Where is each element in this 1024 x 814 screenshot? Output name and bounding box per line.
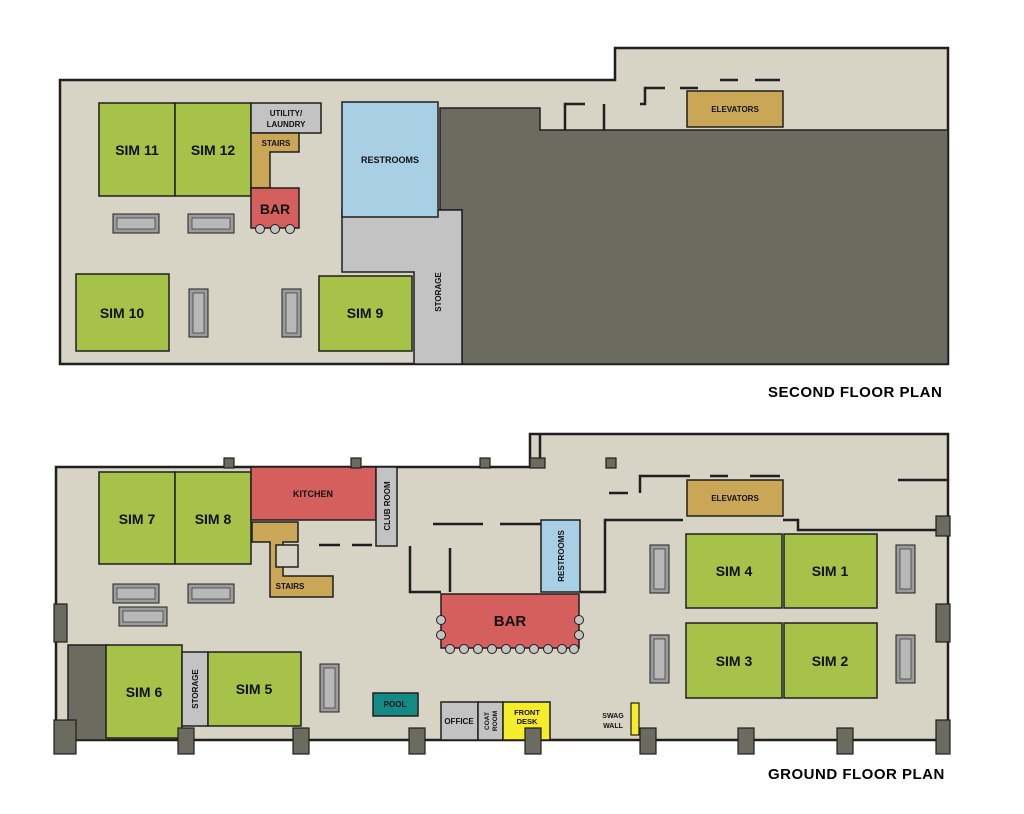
ground-floor-walls bbox=[319, 434, 948, 594]
ground-floor-storage[interactable] bbox=[181, 651, 209, 727]
second-floor-storage[interactable] bbox=[341, 209, 463, 365]
ground-floor-elevators[interactable] bbox=[686, 479, 784, 517]
sim-1-label: SIM 1 bbox=[812, 563, 849, 579]
coat-room[interactable] bbox=[477, 701, 504, 741]
swag-wall-label-line1: SWAG bbox=[602, 713, 624, 720]
stairwell bbox=[275, 544, 299, 568]
sim-8-label: SIM 8 bbox=[195, 511, 232, 527]
sim-12-label: SIM 12 bbox=[191, 142, 236, 158]
second-floor-storage-label: STORAGE bbox=[434, 272, 443, 312]
couch bbox=[319, 663, 340, 713]
ground-floor-stairs-label: STAIRS bbox=[276, 582, 305, 591]
sim-10[interactable] bbox=[75, 273, 170, 352]
sim-3-label: SIM 3 bbox=[716, 653, 753, 669]
kitchen[interactable] bbox=[250, 466, 377, 521]
second-floor-title: SECOND FLOOR PLAN bbox=[768, 384, 943, 401]
kitchen-label: KITCHEN bbox=[293, 489, 333, 499]
swag-wall-label-line2: WALL bbox=[603, 723, 624, 730]
sim-8[interactable] bbox=[174, 471, 252, 565]
couch bbox=[112, 213, 160, 234]
sim-2[interactable] bbox=[783, 622, 878, 699]
bar-stools bbox=[436, 615, 584, 654]
couch bbox=[895, 634, 916, 684]
office[interactable] bbox=[440, 701, 479, 741]
ground-floor-bar-label: BAR bbox=[494, 613, 527, 630]
ground-floor-elevators-label: ELEVATORS bbox=[711, 494, 759, 503]
second-floor-elevators[interactable] bbox=[686, 90, 784, 128]
sim-10-label: SIM 10 bbox=[100, 305, 145, 321]
second-floor-restrooms-label: RESTROOMS bbox=[361, 155, 419, 165]
ground-floor-title: GROUND FLOOR PLAN bbox=[768, 766, 945, 783]
sim-6-label: SIM 6 bbox=[126, 684, 163, 700]
front-desk-label-line2: DESK bbox=[517, 717, 538, 726]
couch bbox=[649, 634, 670, 684]
sim-3[interactable] bbox=[685, 622, 783, 699]
sim-5[interactable] bbox=[207, 651, 302, 727]
second-floor-restrooms[interactable] bbox=[341, 101, 439, 218]
sim-7-label: SIM 7 bbox=[119, 511, 156, 527]
sim-2-label: SIM 2 bbox=[812, 653, 849, 669]
second-floor-bar[interactable] bbox=[250, 187, 300, 229]
second-floor-unused-area bbox=[439, 107, 949, 365]
couch bbox=[112, 583, 160, 604]
sim-9-label: SIM 9 bbox=[347, 305, 384, 321]
second-floor-walls bbox=[563, 78, 780, 130]
front-desk-label-line1: FRONT bbox=[514, 708, 540, 717]
pool-table[interactable] bbox=[372, 692, 419, 717]
couch bbox=[281, 288, 302, 338]
second-floor-bar-label: BAR bbox=[260, 201, 290, 217]
sim-4-label: SIM 4 bbox=[716, 563, 753, 579]
ground-floor-restrooms-label: RESTROOMS bbox=[557, 530, 566, 582]
second-floor-elevators-label: ELEVATORS bbox=[711, 105, 759, 114]
ground-floor-storage-label: STORAGE bbox=[191, 669, 200, 709]
couch bbox=[187, 583, 235, 604]
club-room[interactable] bbox=[375, 466, 398, 547]
sim-11-label: SIM 11 bbox=[115, 142, 159, 158]
coat-room-label-line1: COAT bbox=[484, 712, 491, 730]
bar-stool bbox=[255, 224, 265, 234]
couch bbox=[649, 544, 670, 594]
couch bbox=[187, 213, 235, 234]
sim-1[interactable] bbox=[783, 533, 878, 609]
couch bbox=[895, 544, 916, 594]
sim-9[interactable] bbox=[318, 275, 413, 352]
sim-7[interactable] bbox=[98, 471, 176, 565]
couch bbox=[188, 288, 209, 338]
bar-stool bbox=[270, 224, 280, 234]
second-floor-stairs-label: STAIRS bbox=[262, 139, 291, 148]
ground-floor-stairs[interactable] bbox=[251, 521, 334, 598]
sim-6[interactable] bbox=[105, 644, 183, 739]
club-room-label: CLUB ROOM bbox=[383, 481, 392, 531]
pool-label: POOL bbox=[384, 700, 407, 709]
structural-columns bbox=[53, 457, 951, 755]
ground-floor-restrooms[interactable] bbox=[540, 519, 581, 593]
coat-room-label-line2: ROOM bbox=[492, 711, 499, 731]
office-label: OFFICE bbox=[444, 717, 474, 726]
utility-label-line1: UTILITY/ bbox=[270, 109, 303, 118]
second-floor-plan: STORAGE RESTROOMS SIM 11 SIM 12 UTILITY/… bbox=[58, 46, 950, 366]
ground-floor-plan: SIM 7 SIM 8 KITCHEN CLUB ROOM STAIRS SIM… bbox=[53, 432, 951, 755]
sim-4[interactable] bbox=[685, 533, 783, 609]
couch bbox=[118, 606, 168, 627]
bar-stool bbox=[285, 224, 295, 234]
sim-5-label: SIM 5 bbox=[236, 681, 273, 697]
sim-12[interactable] bbox=[174, 102, 252, 197]
utility-label-line2: LAUNDRY bbox=[267, 120, 306, 129]
swag-wall[interactable] bbox=[630, 702, 640, 736]
